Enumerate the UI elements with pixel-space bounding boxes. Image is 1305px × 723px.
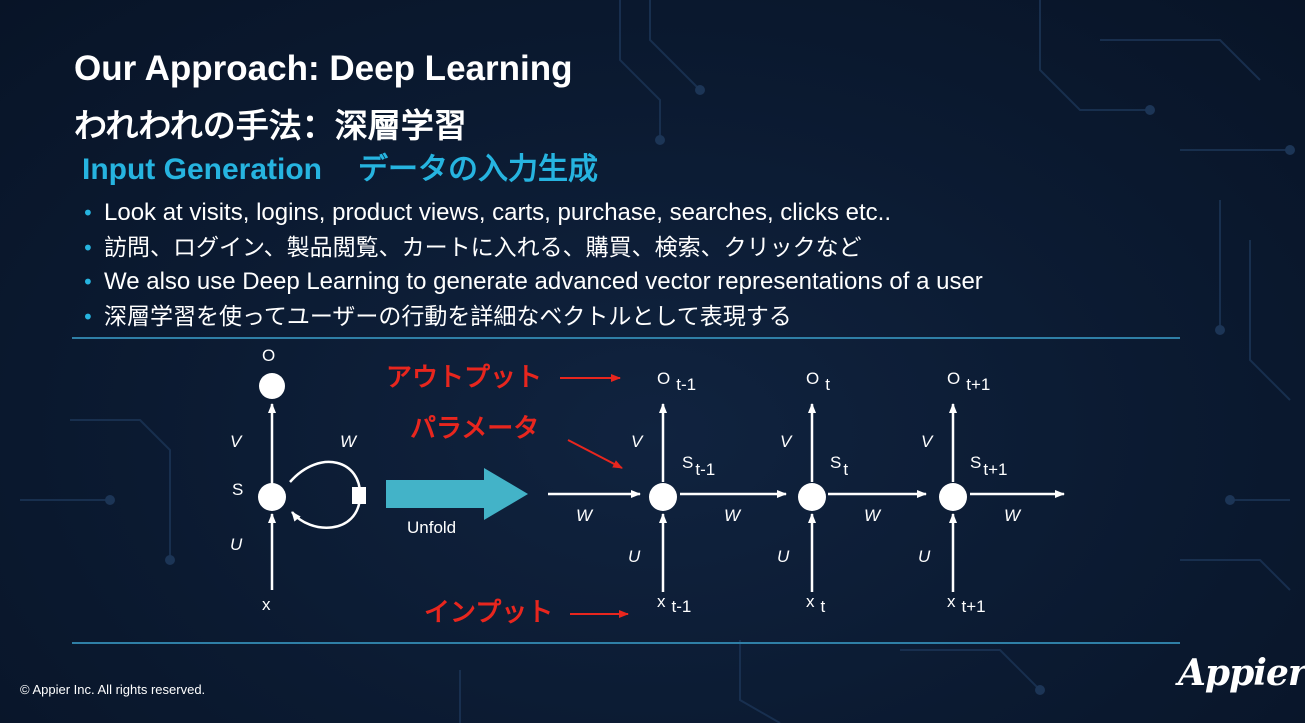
w-label: W: [576, 506, 594, 525]
folded-recurrent-loop: [289, 460, 362, 529]
bullet-dot-icon: •: [82, 235, 94, 260]
unfold-arrow: Unfold: [386, 468, 528, 537]
annotation-output: アウトプット: [386, 363, 542, 393]
state-node: [798, 483, 826, 511]
slide-title-japanese: われわれの手法：深層学習: [74, 106, 467, 145]
divider-top: [72, 337, 1180, 339]
bullet-list: • Look at visits, logins, product views, …: [82, 196, 983, 334]
folded-w-label: W: [340, 432, 358, 451]
bullet-item: • 訪問、ログイン、製品閲覧、カートに入れる、購買、検索、クリックなど: [82, 231, 983, 266]
unfold-arrow-icon: [386, 468, 528, 520]
bullet-text: We also use Deep Learning to generate ad…: [104, 268, 983, 295]
folded-rnn: O V W S U x: [230, 346, 366, 614]
folded-delay-block: [352, 487, 366, 504]
subtitle-japanese: データの入力生成: [358, 152, 598, 187]
v-label: V: [921, 432, 934, 451]
bullet-item: • 深層学習を使ってユーザーの行動を詳細なベクトルとして表現する: [82, 300, 983, 335]
bullet-dot-icon: •: [82, 270, 94, 294]
w-label: W: [724, 506, 742, 525]
bullet-text: Look at visits, logins, product views, c…: [104, 199, 891, 226]
w-label: W: [1004, 506, 1022, 525]
folded-input-label: x: [262, 595, 271, 614]
divider-bottom: [72, 642, 1180, 644]
u-label: U: [918, 547, 931, 566]
subtitle-english: Input Generation: [82, 153, 322, 186]
bullet-text: 深層学習を使ってユーザーの行動を詳細なベクトルとして表現する: [104, 303, 792, 330]
v-label: V: [631, 432, 644, 451]
bullet-text: 訪問、ログイン、製品閲覧、カートに入れる、購買、検索、クリックなど: [104, 234, 862, 261]
annotation-parameter-arrow: [567, 439, 623, 469]
annotation-parameter: パラメータ: [410, 414, 539, 444]
annotation-input: インプット: [424, 598, 553, 628]
section-subtitle: Input Generation データの入力生成: [82, 150, 598, 190]
state-node: [649, 483, 677, 511]
folded-output-label: O: [262, 346, 275, 365]
annotations: アウトプット パラメータ インプット: [386, 363, 629, 628]
slide-title: Our Approach: Deep Learning: [74, 49, 573, 88]
state-node: [939, 483, 967, 511]
folded-state-label: S: [232, 480, 243, 499]
u-label: U: [777, 547, 790, 566]
folded-output-node: [259, 373, 285, 399]
v-label: V: [780, 432, 793, 451]
w-label: W: [864, 506, 882, 525]
bullet-item: • Look at visits, logins, product views, …: [82, 196, 983, 231]
appier-logo: Appier: [1178, 652, 1305, 694]
unfold-label: Unfold: [407, 518, 456, 537]
u-label: U: [628, 547, 641, 566]
folded-v-label: V: [230, 432, 243, 451]
bullet-dot-icon: •: [82, 304, 94, 329]
folded-state-node: [258, 483, 286, 511]
folded-u-label: U: [230, 535, 243, 554]
copyright-notice: © Appier Inc. All rights reserved.: [20, 682, 206, 697]
bullet-dot-icon: •: [82, 201, 94, 225]
bullet-item: • We also use Deep Learning to generate a…: [82, 265, 983, 300]
